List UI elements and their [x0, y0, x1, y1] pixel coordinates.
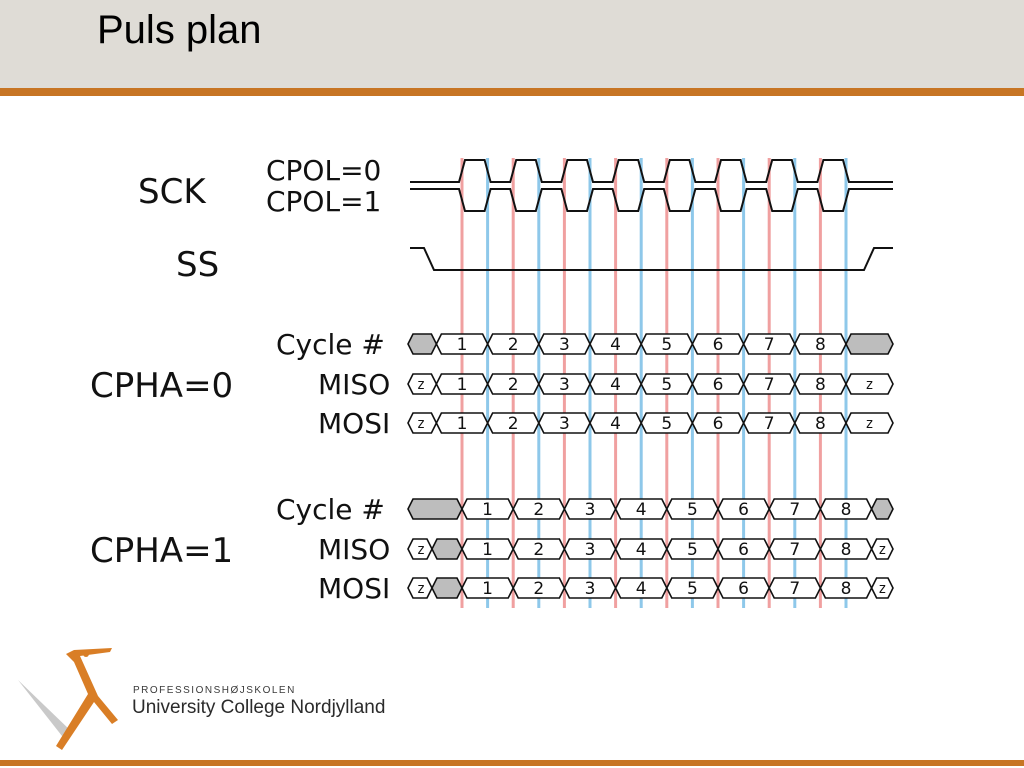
bit-cell-number: 1 — [457, 335, 468, 355]
cpha0-mosi-label: MOSI — [318, 407, 390, 440]
bit-cell-number: 7 — [764, 414, 775, 434]
cpha1-label: CPHA=1 — [90, 531, 233, 571]
high-z-text: z — [417, 416, 425, 432]
high-z-region — [845, 373, 894, 395]
bit-cell-number: 7 — [789, 579, 800, 599]
ss-waveform — [410, 247, 893, 271]
high-z-text: z — [417, 377, 425, 393]
bit-cell-number: 4 — [636, 579, 647, 599]
bit-cell-number: 5 — [661, 414, 672, 434]
idle-region — [845, 333, 894, 355]
idle-region — [431, 577, 463, 599]
bit-cell-number: 7 — [789, 500, 800, 520]
bit-cell-number: 1 — [457, 375, 468, 395]
cpha0-label: CPHA=0 — [90, 366, 233, 406]
bit-cell-number: 1 — [482, 540, 493, 560]
bit-cell-number: 4 — [610, 414, 621, 434]
bit-cell-number: 6 — [713, 375, 724, 395]
bit-cell-number: 6 — [738, 540, 749, 560]
cpha1-bus-rows: 1 2 3 4 5 6 7 8 z 1 2 3 4 5 6 7 8 z z 1 2 3 4 5 6 7 8 z — [407, 498, 894, 599]
high-z-region — [845, 412, 894, 434]
page-title: Puls plan — [97, 8, 262, 52]
high-z-text: z — [865, 416, 873, 432]
bit-cell-number: 3 — [559, 414, 570, 434]
title-bar — [0, 0, 1024, 88]
bit-cell-number: 4 — [636, 500, 647, 520]
cpha0-cycle-label: Cycle # — [276, 328, 385, 361]
bit-cell-number: 2 — [508, 414, 519, 434]
ss-label: SS — [176, 245, 219, 285]
bit-cell-number: 5 — [687, 540, 698, 560]
bit-cell-number: 4 — [636, 540, 647, 560]
cpha1-mosi-label: MOSI — [318, 572, 390, 605]
bit-cell-number: 5 — [687, 579, 698, 599]
cpha1-cycle-label: Cycle # — [276, 493, 385, 526]
bit-cell-number: 2 — [533, 500, 544, 520]
bit-cell-number: 7 — [789, 540, 800, 560]
bit-cell-number: 2 — [508, 335, 519, 355]
bit-cell-number: 6 — [713, 335, 724, 355]
bit-cell-number: 6 — [738, 500, 749, 520]
bit-cell-number: 8 — [841, 540, 852, 560]
bit-cell-number: 5 — [687, 500, 698, 520]
bit-cell-number: 8 — [815, 414, 826, 434]
high-z-region — [870, 577, 894, 599]
cpol0-label: CPOL=0 — [266, 154, 381, 187]
bit-cell-number: 8 — [815, 375, 826, 395]
header-divider — [0, 88, 1024, 96]
bit-cell-number: 3 — [559, 375, 570, 395]
bit-cell-number: 7 — [764, 375, 775, 395]
sck-cpol0-waveform — [410, 159, 893, 183]
bit-cell-number: 6 — [738, 579, 749, 599]
footer-divider — [0, 760, 1024, 766]
bit-cell-number: 2 — [533, 540, 544, 560]
idle-region — [407, 333, 438, 355]
cpha0-bus-rows: 1 2 3 4 5 6 7 8 z 1 2 3 4 5 6 7 8 z z 1 2 3 4 5 6 7 8 z — [407, 333, 894, 434]
bit-cell-number: 2 — [533, 579, 544, 599]
institution-small-name: PROFESSIONSHØJSKOLEN — [133, 685, 296, 696]
bit-cell-number: 2 — [508, 375, 519, 395]
sck-label: SCK — [138, 172, 207, 212]
bit-cell-number: 3 — [585, 500, 596, 520]
bit-cell-number: 6 — [713, 414, 724, 434]
bit-cell-number: 1 — [457, 414, 468, 434]
bit-cell-number: 1 — [482, 579, 493, 599]
high-z-text: z — [865, 377, 873, 393]
high-z-region — [870, 538, 894, 560]
high-z-text: z — [417, 581, 425, 597]
high-z-text: z — [878, 581, 886, 597]
bit-cell-number: 5 — [661, 375, 672, 395]
bit-cell-number: 4 — [610, 335, 621, 355]
bit-cell-number: 5 — [661, 335, 672, 355]
cpha0-miso-label: MISO — [318, 368, 390, 401]
cpha1-miso-label: MISO — [318, 533, 390, 566]
idle-region — [431, 538, 463, 560]
bit-cell-number: 4 — [610, 375, 621, 395]
sck-cpol1-waveform — [410, 188, 893, 212]
bit-cell-number: 8 — [841, 579, 852, 599]
bit-cell-number: 7 — [764, 335, 775, 355]
institution-name: University College Nordjylland — [132, 697, 386, 718]
idle-region — [870, 498, 894, 520]
idle-region — [407, 498, 463, 520]
bit-cell-number: 8 — [815, 335, 826, 355]
high-z-text: z — [417, 542, 425, 558]
ucn-logo-icon — [18, 648, 118, 750]
bit-cell-number: 1 — [482, 500, 493, 520]
bit-cell-number: 3 — [585, 579, 596, 599]
bit-cell-number: 8 — [841, 500, 852, 520]
bit-cell-number: 3 — [559, 335, 570, 355]
high-z-text: z — [878, 542, 886, 558]
bit-cell-number: 3 — [585, 540, 596, 560]
cpol1-label: CPOL=1 — [266, 185, 381, 218]
